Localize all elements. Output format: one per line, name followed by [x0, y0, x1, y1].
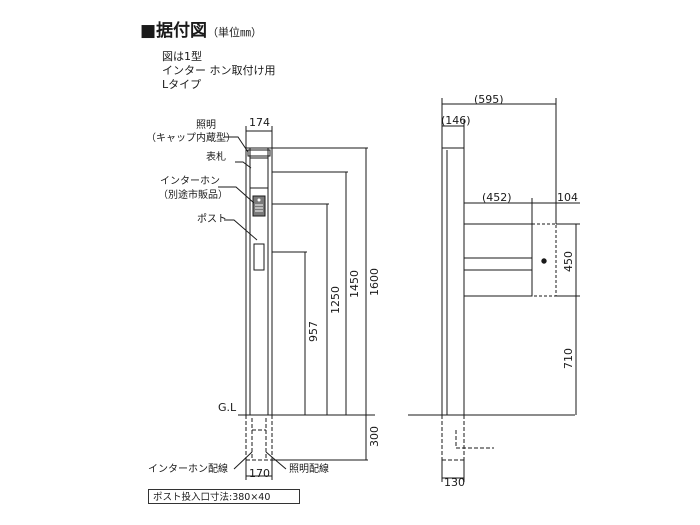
note-type: Lタイプ	[162, 78, 202, 91]
dim-300: 300	[368, 426, 381, 447]
label-gl: G.L	[218, 401, 237, 414]
label-lighting-sub: （キャップ内蔵型）	[146, 131, 236, 144]
notes: 図は1型 インター ホン取付け用 Lタイプ	[162, 50, 276, 92]
dim-130: 130	[444, 476, 465, 489]
front-view	[218, 126, 375, 480]
dim-450: 450	[562, 251, 575, 272]
note-model: 図は1型	[162, 50, 202, 63]
side-post	[441, 147, 465, 416]
label-intercom-wiring: インターホン配線	[148, 462, 228, 475]
post-slot	[253, 243, 265, 271]
label-nameplate: 表札	[206, 150, 226, 163]
dim-710: 710	[562, 348, 575, 369]
nameplate	[249, 157, 269, 189]
dim-452: (452)	[482, 191, 512, 204]
post-opening-note: ポスト投入口寸法:380×40	[148, 489, 300, 504]
label-intercom: インターホン	[160, 175, 220, 187]
dim-1600: 1600	[368, 268, 381, 296]
title-unit: （単位㎜）	[207, 26, 263, 39]
title-square-icon: ■	[140, 21, 157, 41]
lighting-cap	[247, 149, 271, 157]
dim-104: 104	[557, 191, 578, 204]
side-postbox	[463, 223, 533, 297]
note-intercom: インター ホン取付け用	[162, 64, 276, 77]
dim-1250: 1250	[329, 286, 342, 314]
dim-957: 957	[307, 321, 320, 342]
dim-174: 174	[249, 116, 270, 129]
side-view	[408, 98, 580, 482]
label-lighting: 照明	[196, 119, 216, 131]
dim-146: (146)	[441, 114, 471, 127]
dim-1450: 1450	[348, 270, 361, 298]
title-main: 据付図	[156, 21, 208, 41]
label-intercom-sub: （別途市販品）	[158, 188, 228, 201]
label-lighting-wiring: 照明配線	[289, 462, 329, 475]
label-post: ポスト	[197, 213, 227, 225]
dim-595: (595)	[474, 93, 504, 106]
page-title: ■据付図（単位㎜）	[140, 20, 262, 44]
dim-170: 170	[249, 467, 270, 480]
